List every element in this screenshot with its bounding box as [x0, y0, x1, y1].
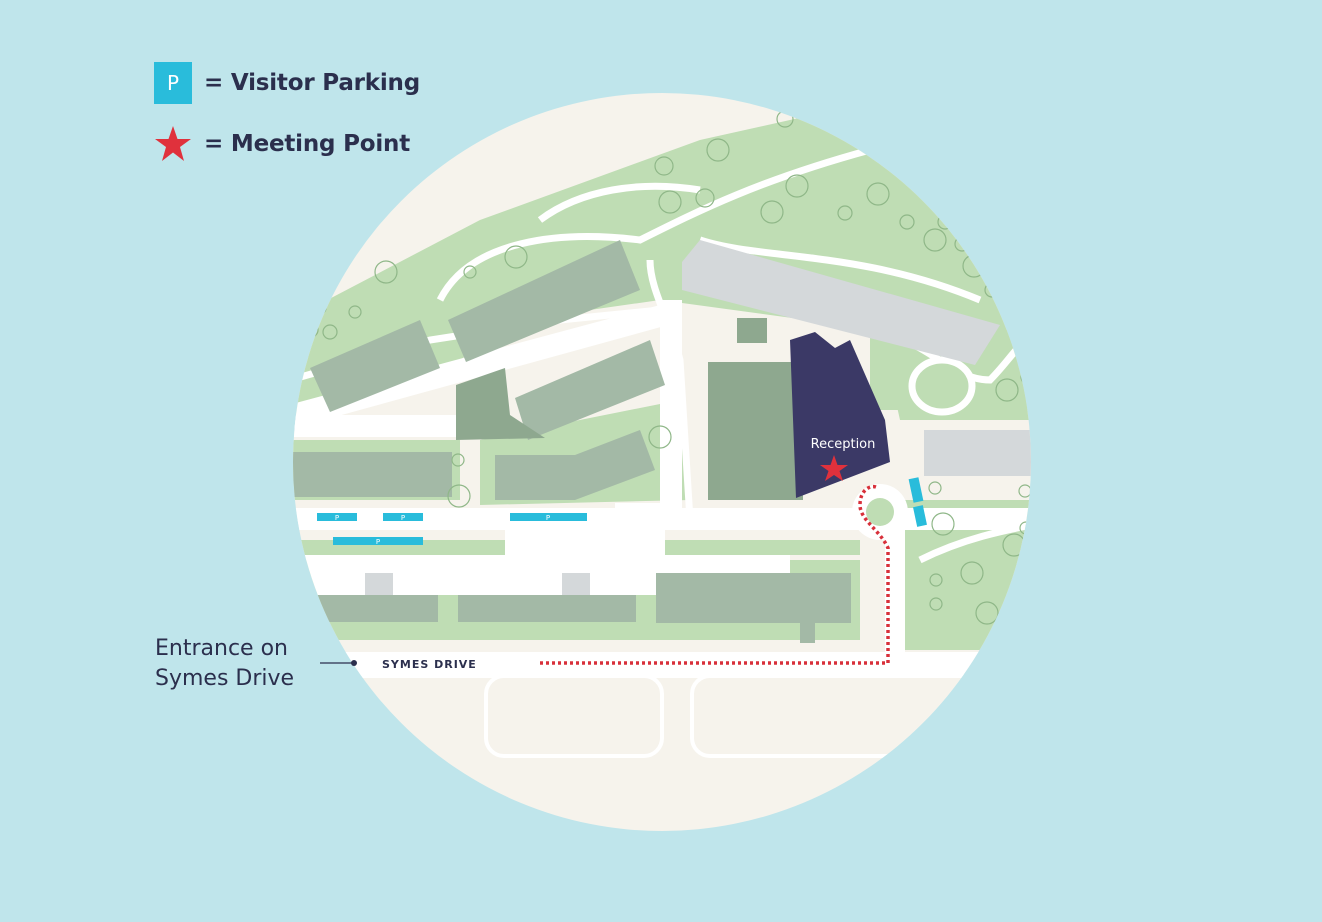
lower-lots	[455, 678, 692, 738]
grey-buildings	[365, 240, 1031, 595]
entrance-dot	[351, 660, 357, 666]
buildings	[293, 240, 851, 643]
dark-buildings	[456, 318, 803, 500]
entrance-line-2: Symes Drive	[155, 666, 295, 691]
legend-parking-label: = Visitor Parking	[204, 70, 420, 96]
svg-text:P: P	[546, 514, 550, 522]
svg-text:P: P	[401, 514, 405, 522]
svg-text:P: P	[376, 538, 380, 546]
parking-icons	[317, 477, 927, 545]
legend-parking: P = Visitor Parking	[154, 62, 420, 104]
reception-label: Reception	[811, 437, 876, 452]
map-legend: P = Visitor Parking = Meeting Point	[154, 62, 420, 184]
star-icon	[154, 123, 192, 165]
road-label: SYMES DRIVE	[382, 658, 477, 671]
legend-meeting: = Meeting Point	[154, 123, 420, 165]
parking-icon: P	[154, 62, 192, 104]
meeting-point-star-icon	[820, 455, 848, 481]
entrance-label: Entrance on Symes Drive	[155, 634, 294, 694]
legend-meeting-label: = Meeting Point	[204, 131, 410, 157]
reception-building	[790, 332, 890, 498]
route-to-meeting-point	[540, 484, 890, 665]
parking-letters: P P P P	[335, 514, 550, 546]
svg-text:P: P	[335, 514, 339, 522]
entrance-line-1: Entrance on	[155, 636, 288, 661]
